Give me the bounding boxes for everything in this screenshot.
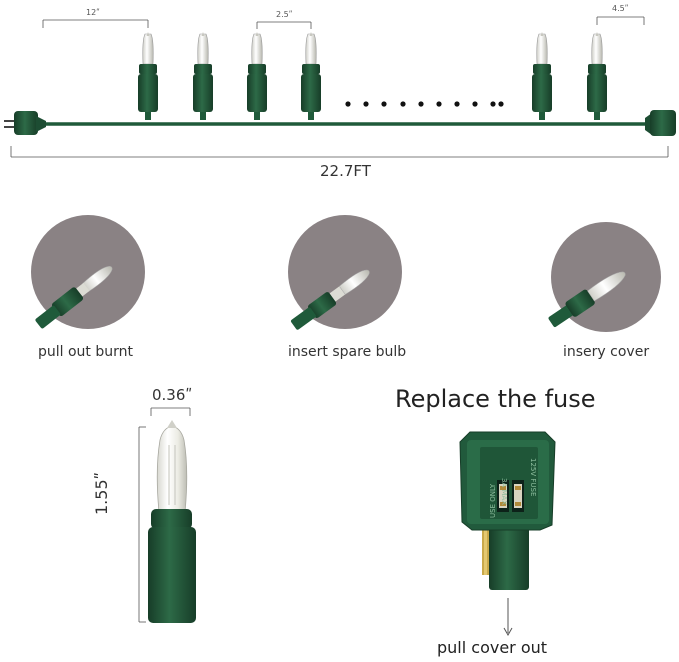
step-label-cover: insery cover [563, 344, 650, 360]
dimension-bulb-spacing [256, 21, 312, 29]
plug-text-3a-max: 3A MAX [500, 478, 508, 506]
female-plug-icon [645, 110, 676, 136]
spacing-bulbs-label: 2.5ʺ [276, 10, 293, 19]
fuse-plug-illustration [459, 431, 556, 637]
spacing-first-label: 12ʺ [86, 8, 100, 17]
fuse-caption: pull cover out [437, 638, 548, 657]
step-cover-illustration [548, 222, 661, 332]
step-pull-out-illustration [31, 215, 145, 329]
large-bulb-illustration [138, 407, 196, 623]
step-label-pull-out: pull out burnt [38, 344, 133, 360]
total-length-label: 22.7FT [320, 162, 371, 180]
dimension-last-spacing [596, 16, 645, 25]
fuse-title: Replace the fuse [395, 385, 596, 413]
dimension-first-spacing [42, 19, 149, 28]
dimension-total-length [10, 146, 669, 158]
string-bulbs [137, 31, 608, 121]
bulb-height-label: 1.55ʺ [92, 472, 111, 515]
step-label-insert: insert spare bulb [288, 344, 407, 360]
plug-text-125v-fuse: 125V FUSE [529, 458, 537, 497]
plug-text-use-only: USE ONLY [489, 483, 497, 518]
male-plug-icon [4, 111, 46, 135]
step-insert-illustration [288, 215, 402, 330]
ellipsis-dots [345, 101, 504, 107]
bulb-width-label: 0.36ʺ [152, 386, 193, 404]
spacing-last-label: 4.5ʺ [612, 4, 629, 13]
